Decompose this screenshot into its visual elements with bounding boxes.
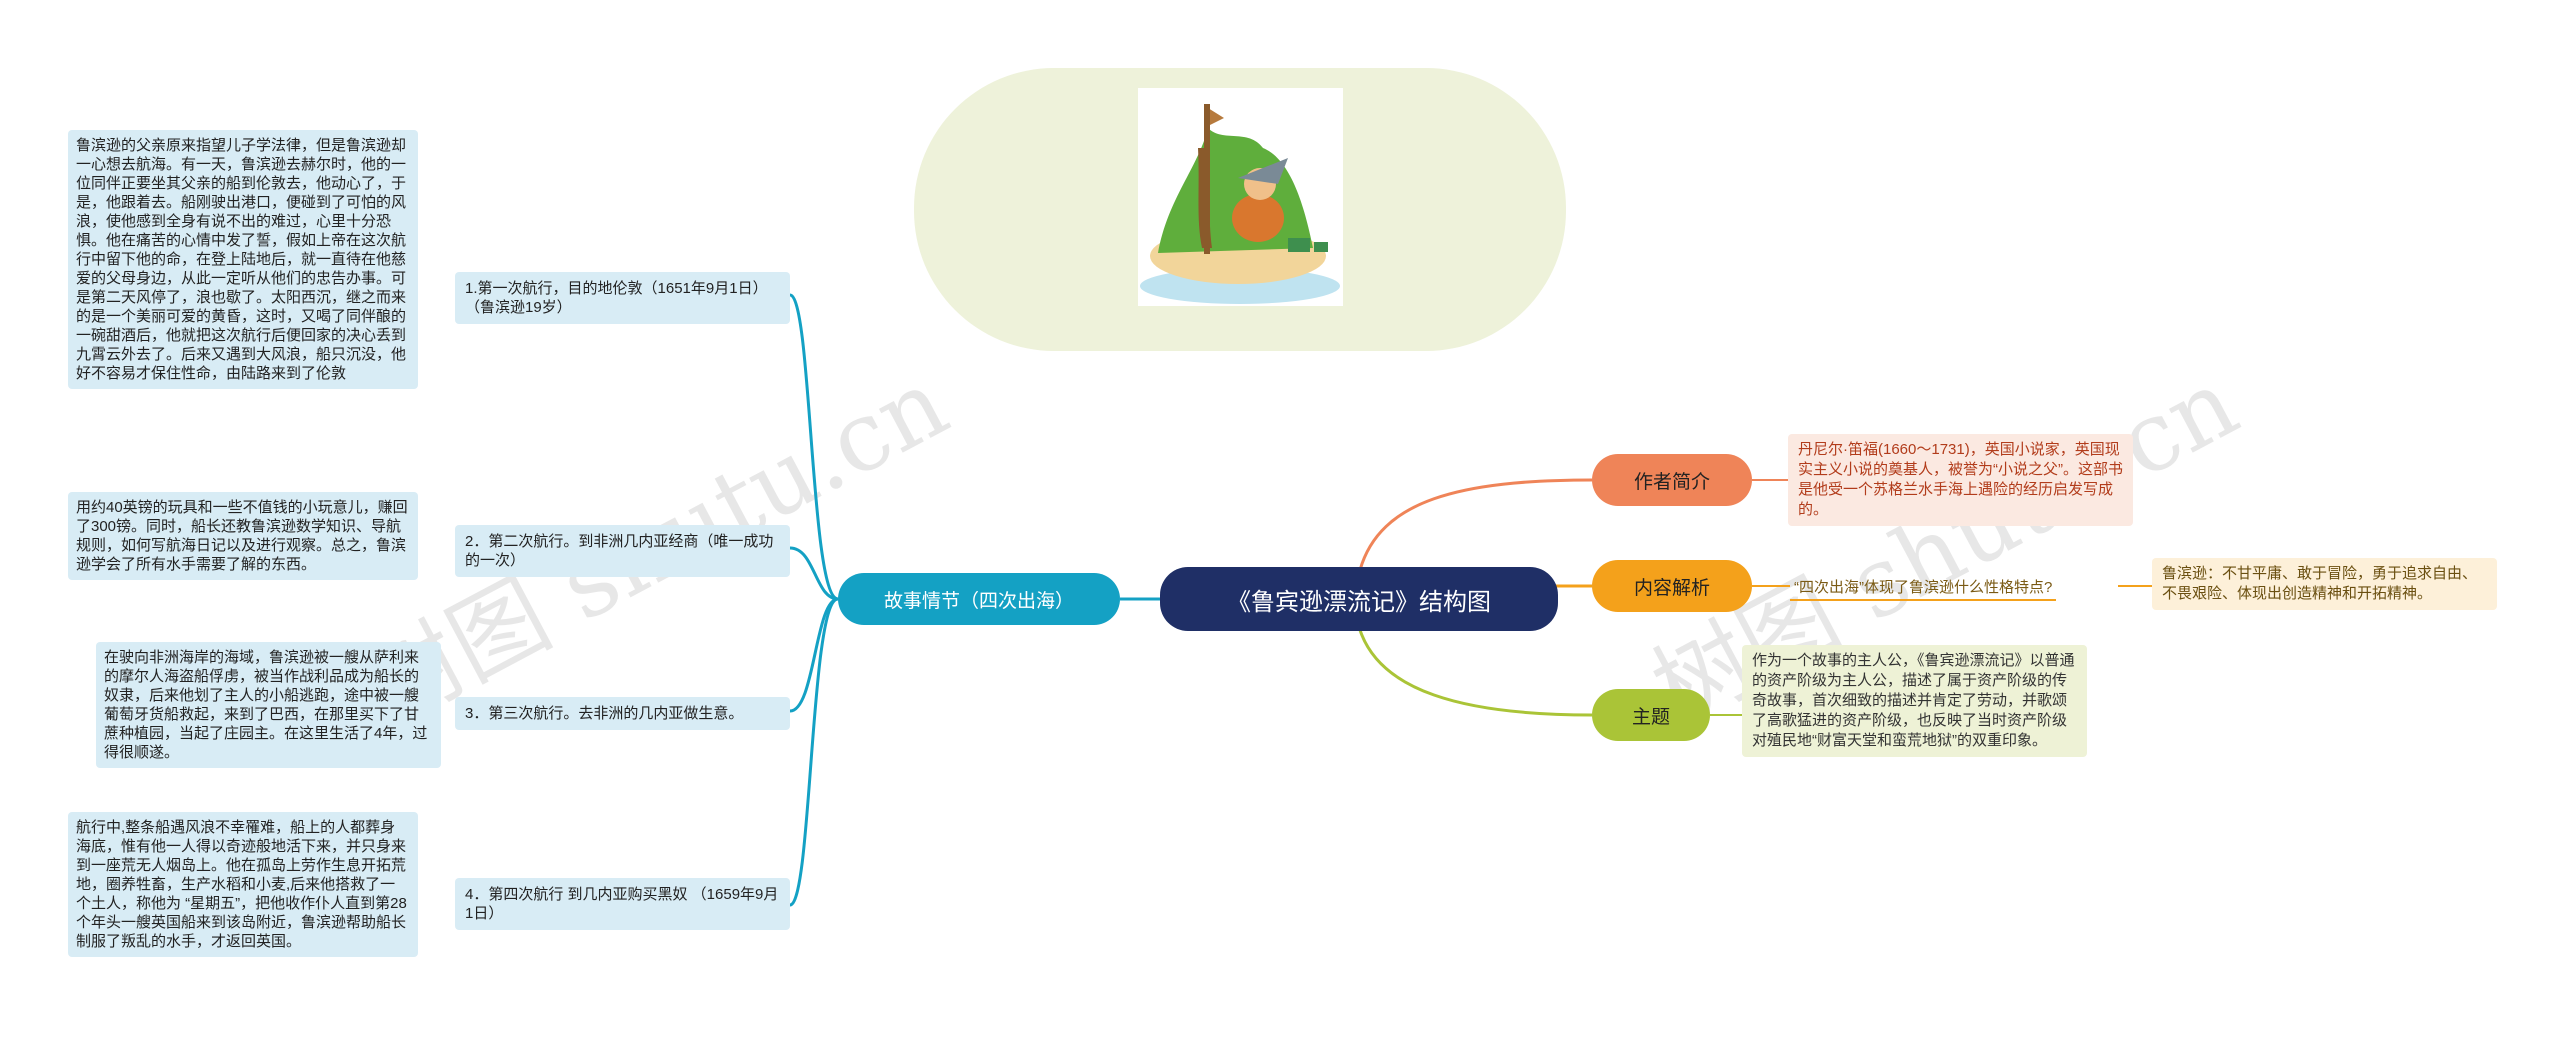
link-story-branch-3	[789, 597, 839, 713]
detail-voyage-2: 用约40英镑的玩具和一些不值钱的小玩意儿，赚回了300镑。同时，船长还教鲁滨逊数…	[68, 492, 418, 580]
analysis-question: “四次出海”体现了鲁滨逊什么性格特点?	[1790, 574, 2057, 601]
analysis-answer: 鲁滨逊：不甘平庸、敢于冒险，勇于追求自由、不畏艰险、体现出创造精神和开拓精神。	[2152, 558, 2497, 610]
robinson-crusoe-island-illustration	[1138, 88, 1343, 306]
detail-voyage-1: 鲁滨逊的父亲原来指望儿子学法律，但是鲁滨逊却一心想去航海。有一天，鲁滨逊去赫尔时…	[68, 130, 418, 389]
story-plot-node[interactable]: 故事情节（四次出海）	[838, 573, 1120, 625]
link-story-branch-4	[789, 597, 839, 907]
theme-text: 作为一个故事的主人公，《鲁宾逊漂流记》以普通的资产阶级为主人公，描述了属于资产阶…	[1742, 645, 2087, 757]
branch-voyage-3[interactable]: 3．第三次航行。去非洲的几内亚做生意。	[455, 697, 790, 730]
author-intro-node[interactable]: 作者简介	[1592, 454, 1752, 506]
link-story-branch-2	[789, 546, 839, 601]
detail-voyage-4: 航行中,整条船遇风浪不幸罹难，船上的人都葬身海底，惟有他一人得以奇迹般地活下来，…	[68, 812, 418, 957]
branch-voyage-2[interactable]: 2．第二次航行。到非洲几内亚经商（唯一成功的一次）	[455, 525, 790, 577]
link-story-branch-1	[789, 293, 839, 601]
detail-voyage-3: 在驶向非洲海岸的海域，鲁滨逊被一艘从萨利来的摩尔人海盗船俘虏，被当作战利品成为船…	[96, 642, 441, 768]
theme-node[interactable]: 主题	[1592, 689, 1710, 741]
central-topic[interactable]: 《鲁宾逊漂流记》结构图	[1160, 567, 1558, 631]
branch-voyage-1[interactable]: 1.第一次航行，目的地伦敦（1651年9月1日）（鲁滨逊19岁）	[455, 272, 790, 324]
link-center-author	[1358, 478, 1593, 571]
author-intro-text: 丹尼尔·笛福(1660～1731)，英国小说家，英国现实主义小说的奠基人，被誉为…	[1788, 434, 2133, 526]
content-analysis-node[interactable]: 内容解析	[1592, 560, 1752, 612]
branch-voyage-4[interactable]: 4．第四次航行 到几内亚购买黑奴 （1659年9月1日）	[455, 878, 790, 930]
link-center-theme	[1358, 629, 1593, 717]
